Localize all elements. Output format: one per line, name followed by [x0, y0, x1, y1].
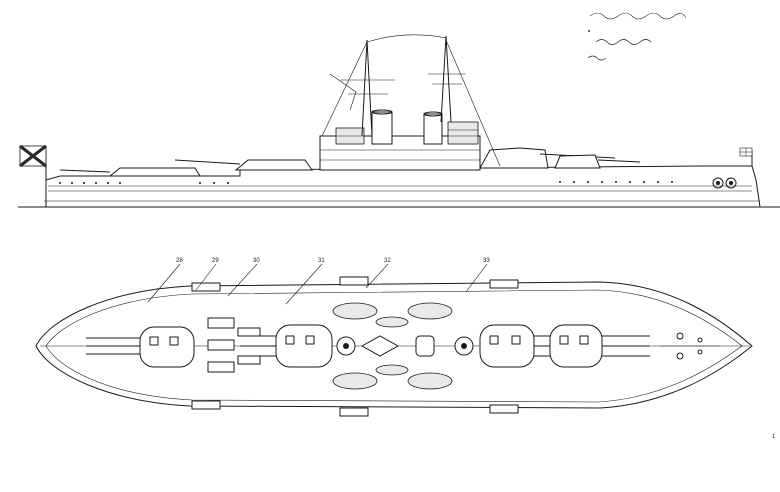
callout-30: 30 — [253, 258, 260, 264]
signature-block — [587, 12, 687, 61]
st-andrew-ensign-icon — [19, 144, 47, 180]
turret-fwd-1 — [479, 324, 560, 368]
bridge — [447, 121, 479, 145]
plan-view — [35, 263, 753, 417]
funnels-plan — [360, 335, 435, 357]
aft-funnel — [371, 111, 393, 145]
deck-fittings — [207, 317, 261, 373]
anchor-hawse — [712, 177, 737, 189]
callout-28: 28 — [176, 258, 183, 264]
corner-mark: 1 — [772, 434, 776, 440]
hull-plan-outline — [35, 281, 753, 409]
superstructure — [319, 109, 481, 171]
jack-flag-icon — [739, 147, 753, 166]
callout-labels: 28 29 30 31 32 33 1 — [176, 258, 776, 440]
callout-31: 31 — [318, 258, 325, 264]
turret-fwd-2 — [549, 324, 650, 368]
main-mast — [361, 39, 368, 137]
portholes — [59, 181, 673, 184]
callout-32: 32 — [384, 258, 391, 264]
turret-aft-1 — [86, 326, 195, 368]
secondary-mounts — [336, 336, 474, 356]
callout-33: 33 — [483, 258, 490, 264]
fwd-funnel — [423, 113, 443, 145]
fore-mast — [440, 35, 447, 123]
callout-29: 29 — [212, 258, 219, 264]
callout-leaders — [147, 263, 488, 305]
sponsons — [191, 276, 519, 417]
boats — [332, 302, 453, 390]
fwd-turrets-side — [479, 147, 641, 169]
masts — [321, 34, 501, 167]
side-elevation — [18, 34, 780, 208]
bow-fittings — [660, 332, 720, 360]
turret-aft-2 — [240, 324, 333, 368]
aft-turrets-side — [59, 159, 313, 177]
